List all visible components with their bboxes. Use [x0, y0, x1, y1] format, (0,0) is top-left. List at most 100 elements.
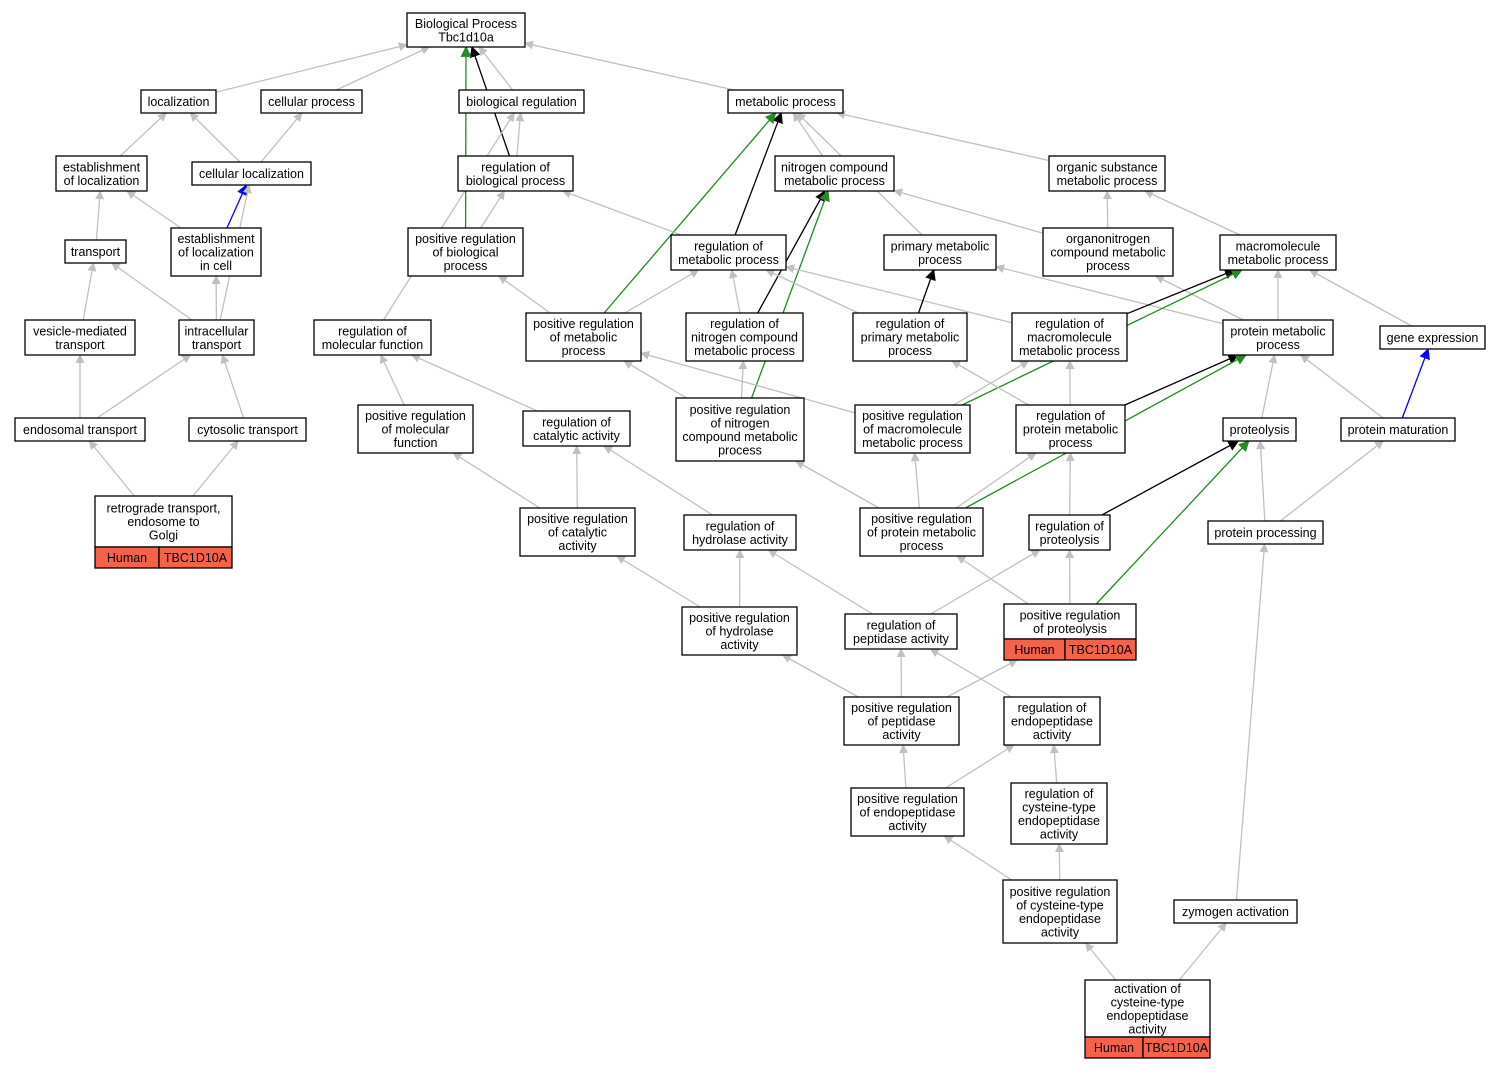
node-label-line: endopeptidase	[1018, 814, 1100, 828]
node-box	[64, 239, 127, 264]
node-label-line: regulation of	[1035, 317, 1104, 331]
edge-cp-to-bp	[336, 46, 431, 91]
edge-loc-to-bp	[215, 42, 408, 93]
edge-oncmp-to-ncmp	[893, 188, 1044, 234]
node-label-line: activity	[720, 638, 759, 652]
node-label-line: compound metabolic	[1050, 246, 1165, 260]
edge-rca-to-rmf	[410, 354, 538, 412]
node-label-line: activity	[888, 819, 927, 833]
edge-mp-to-bp	[524, 40, 735, 91]
node-label-line: metabolic process	[1057, 174, 1158, 188]
node-box	[843, 696, 960, 746]
node-label-line: of metabolic	[550, 331, 617, 345]
go-term-node-tr[interactable]: transport	[64, 239, 127, 264]
node-label-line: of nitrogen	[710, 416, 769, 430]
go-term-node-rctea[interactable]: regulation ofcysteine-typeendopeptidasea…	[1010, 782, 1108, 845]
node-box	[675, 397, 805, 462]
node-box	[1173, 899, 1298, 924]
annotation-gene: TBC1D10A	[1145, 1041, 1209, 1055]
node-label-line: catalytic activity	[533, 429, 621, 443]
edge-prctea-to-prea	[943, 835, 1013, 881]
go-term-node-ge[interactable]: gene expression	[1379, 325, 1486, 350]
go-term-node-cytt[interactable]: cytosolic transport	[188, 417, 307, 442]
node-label-line: positive regulation	[415, 232, 516, 246]
edge-rteg-to-endt	[88, 440, 135, 497]
edge-pproc-to-prot	[1256, 440, 1266, 522]
go-term-node-pmat[interactable]: protein maturation	[1340, 417, 1456, 442]
node-label-line: retrograde transport,	[107, 502, 221, 516]
node-label-line: metabolic process	[678, 253, 779, 267]
node-label-line: process	[444, 259, 488, 273]
node-label-line: localization	[148, 95, 210, 109]
edges-layer	[75, 40, 1430, 981]
node-box	[406, 12, 526, 48]
node-label-line: positive regulation	[533, 317, 634, 331]
node-label-line: of localization	[64, 174, 140, 188]
node-box	[1222, 319, 1334, 356]
go-term-node-cp[interactable]: cellular process	[260, 89, 363, 114]
go-term-node-prot[interactable]: proteolysis	[1222, 417, 1297, 442]
go-term-node-mp[interactable]: metabolic process	[727, 89, 844, 114]
edge-prmmp-to-prmp	[640, 350, 856, 414]
node-label-line: regulation of	[1036, 409, 1105, 423]
node-label-line: compound metabolic	[682, 430, 797, 444]
node-box	[1042, 227, 1174, 277]
edge-cytt-to-it	[220, 354, 245, 419]
node-label-line: endopeptidase	[1106, 1009, 1188, 1023]
node-box	[260, 89, 363, 114]
edge-prmp-to-mp	[603, 112, 777, 314]
go-term-node-endt[interactable]: endosomal transport	[14, 417, 146, 442]
edge-prha-to-prca	[616, 555, 701, 608]
edge-rmf-to-br	[382, 112, 515, 321]
node-label-line: process	[1049, 436, 1093, 450]
go-term-node-loc[interactable]: localization	[140, 89, 217, 114]
go-term-node-actea[interactable]: activation ofcysteine-typeendopeptidasea…	[1084, 979, 1211, 1059]
node-label-line: protein maturation	[1348, 423, 1449, 437]
go-term-node-rteg[interactable]: retrograde transport,endosome toGolgiHum…	[94, 495, 233, 569]
go-term-node-za[interactable]: zymogen activation	[1173, 899, 1298, 924]
go-term-node-cl[interactable]: cellular localization	[191, 161, 312, 186]
node-label-line: positive regulation	[690, 403, 791, 417]
go-term-node-br[interactable]: biological regulation	[458, 89, 585, 114]
edge-rmp-to-mp	[734, 111, 783, 236]
node-label-line: regulation of	[481, 160, 550, 174]
node-box	[1015, 404, 1126, 454]
go-term-node-pproc[interactable]: protein processing	[1207, 520, 1324, 545]
